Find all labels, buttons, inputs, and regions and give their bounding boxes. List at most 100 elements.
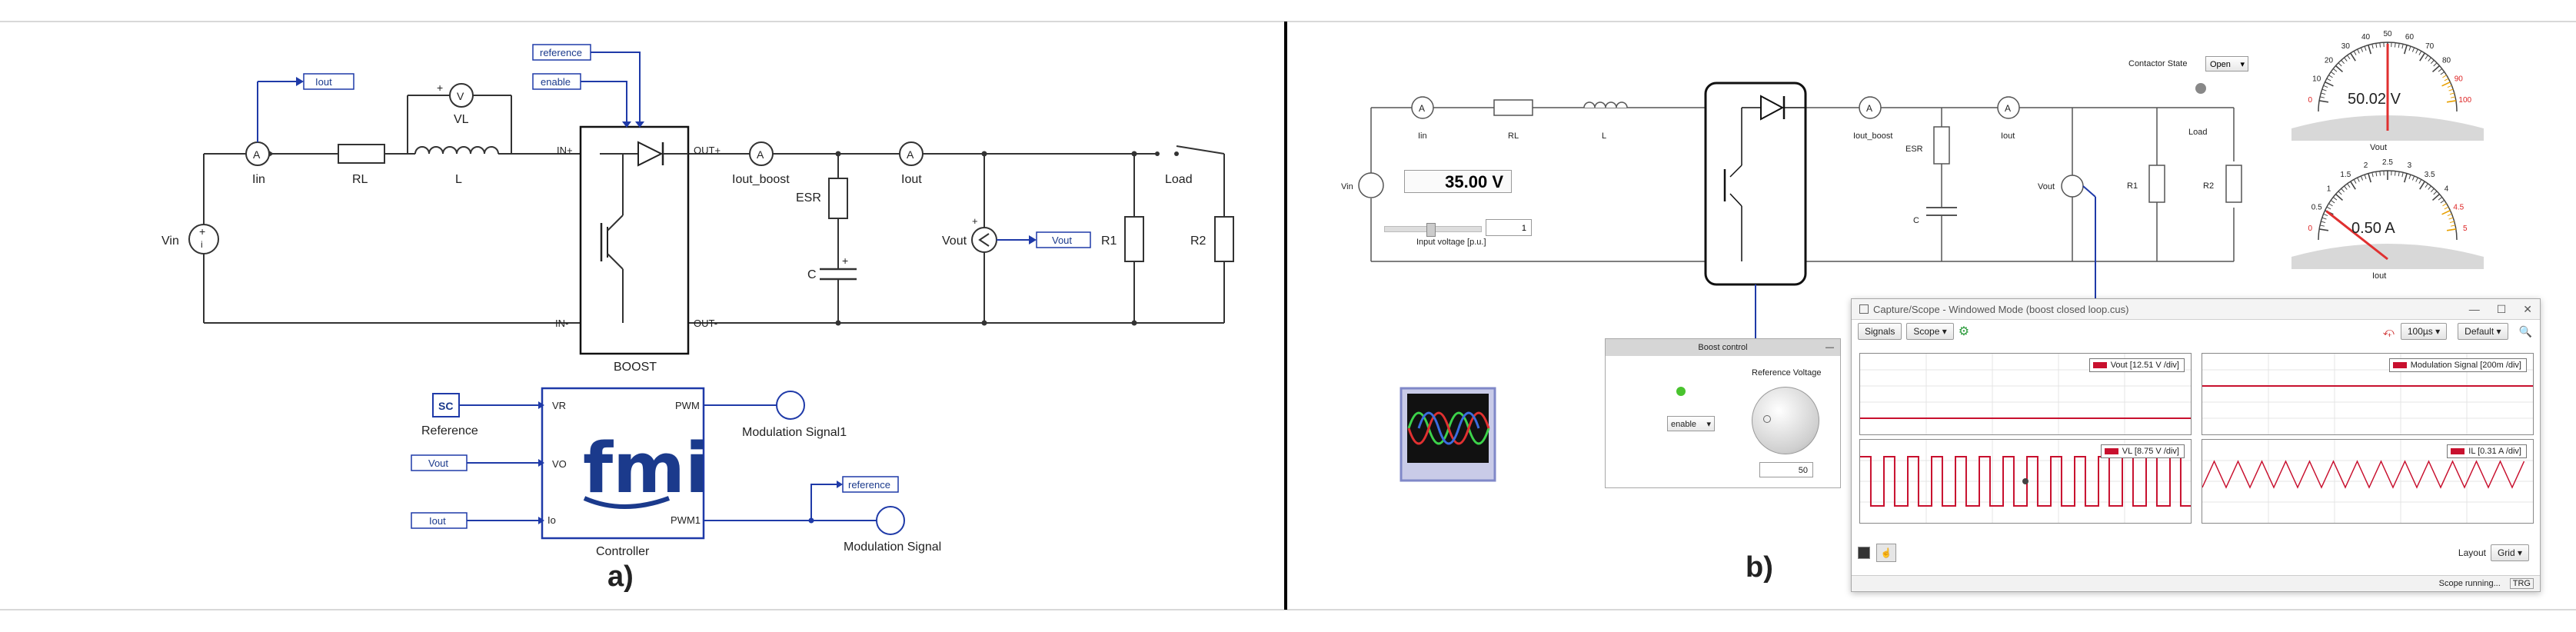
port-in-plus: IN+ — [557, 145, 573, 156]
vout-tag — [1036, 231, 1091, 248]
vout-voltmeter-b — [2061, 175, 2084, 198]
reference-label: Reference — [421, 424, 478, 437]
cursor-tool-icon[interactable]: ☝ — [1876, 544, 1896, 562]
iout-label: Iout — [901, 173, 922, 186]
scope-mode-select[interactable]: Scope ▾ — [1906, 323, 1954, 340]
iout-label-b: Iout — [2001, 131, 2015, 141]
iin-label-b: Iin — [1418, 131, 1427, 141]
modulation-signal1-display — [776, 391, 805, 420]
reference-tag-out — [842, 476, 899, 493]
mode-value: enable — [1671, 420, 1697, 429]
reference-voltage-label: Reference Voltage — [1752, 368, 1822, 378]
svg-text:Iout: Iout — [315, 76, 332, 88]
legend-il: IL [0.31 A /div] — [2447, 444, 2527, 458]
iout-boost-label: Iout_boost — [732, 173, 790, 186]
scope-mode-value: Scope — [1913, 326, 1940, 337]
scope-panel-il[interactable]: IL [0.31 A /div] — [2202, 439, 2534, 524]
chevron-down-icon: ▾ — [2517, 547, 2522, 558]
ammeter-symbol: A — [907, 148, 914, 161]
gauge-tick-label: 100 — [2458, 96, 2471, 105]
iout-boost-label-b: Iout_boost — [1853, 131, 1892, 141]
port-out-plus: OUT+ — [694, 145, 721, 156]
gauge-iout-reading: 0.50 A — [2351, 220, 2395, 237]
controller-label: Controller — [596, 545, 650, 558]
color-toggle-icon[interactable] — [1858, 547, 1870, 559]
signals-button[interactable]: Signals — [1858, 323, 1902, 340]
svg-text:+: + — [972, 215, 978, 227]
gauge-tick-label: 50 — [2383, 30, 2392, 38]
controller-block — [541, 387, 705, 540]
boost-control-title: Boost control — [1698, 343, 1748, 352]
chevron-down-icon: ▾ — [1706, 420, 1711, 429]
boost-control-window: Boost control — enable ▾ Reference Voltage… — [1605, 338, 1841, 488]
vin-source-b — [1358, 172, 1384, 198]
layout-label: Layout — [2458, 547, 2486, 558]
r1-label-b: R1 — [2127, 181, 2138, 191]
slider-thumb[interactable] — [1426, 223, 1436, 237]
gauge-tick-label: 0.5 — [2311, 204, 2322, 212]
legend-vout-label: Vout [12.51 V /div] — [2110, 361, 2179, 370]
vin-source — [188, 224, 219, 254]
input-voltage-slider[interactable] — [1384, 223, 1482, 237]
close-icon[interactable]: ✕ — [2523, 302, 2532, 315]
esr-resistor-b — [1933, 126, 1950, 165]
boost-control-titlebar: Boost control — — [1606, 339, 1840, 356]
load-label-b: Load — [2188, 128, 2207, 137]
gauge-tick-label: 70 — [2425, 42, 2435, 51]
gauge-tick-label: 30 — [2341, 42, 2351, 51]
preset-select[interactable]: Default ▾ — [2458, 323, 2508, 340]
esr-label: ESR — [796, 191, 821, 205]
legend-vl: VL [8.75 V /div] — [2100, 444, 2185, 458]
svg-text:Vout: Vout — [428, 457, 448, 469]
gauge-tick-label: 60 — [2405, 33, 2415, 42]
gauge-tick-label: 3 — [2408, 161, 2412, 170]
scope-panel-modulation[interactable]: Modulation Signal [200m /div] — [2202, 353, 2534, 435]
gauge-tick-label: 90 — [2455, 75, 2464, 84]
settings-gear-icon[interactable]: ⚙ — [1958, 325, 1970, 338]
gauge-tick-label: 0 — [2308, 96, 2312, 105]
trigger-settings-icon[interactable]: ⤽ — [2382, 324, 2395, 338]
scope-panel-vl[interactable]: VL [8.75 V /div] — [1859, 439, 2192, 524]
svg-text:A: A — [1419, 103, 1425, 114]
contactor-indicator — [2195, 83, 2206, 94]
scope-status-text: Scope running... — [2438, 579, 2501, 588]
reference-voltage-knob[interactable] — [1752, 387, 1819, 454]
reference-voltage-spinbox[interactable]: 50 — [1759, 462, 1813, 477]
svg-text:Iout: Iout — [429, 515, 446, 527]
gauge-tick-label: 20 — [2325, 57, 2334, 65]
svg-text:+: + — [842, 254, 848, 267]
vin-label: Vin — [161, 235, 179, 248]
contactor-select[interactable]: Open▾ — [2205, 56, 2248, 72]
scope-panel-vout[interactable]: Vout [12.51 V /div] — [1859, 353, 2192, 435]
legend-modulation: Modulation Signal [200m /div] — [2388, 358, 2527, 372]
scope-footer: ☝ Layout Grid ▾ — [1858, 544, 2534, 562]
gauge-vout-reading: 50.02 V — [2348, 91, 2401, 108]
scope-cursor[interactable] — [2022, 478, 2029, 484]
gauge-tick-label: 80 — [2442, 57, 2451, 65]
legend-modulation-label: Modulation Signal [200m /div] — [2410, 361, 2521, 370]
scope-titlebar: Capture/Scope - Windowed Mode (boost clo… — [1852, 299, 2540, 320]
maximize-icon[interactable]: ☐ — [2496, 302, 2507, 315]
r1-label: R1 — [1101, 235, 1117, 248]
l-label-b: L — [1602, 131, 1606, 141]
svg-text:SC: SC — [438, 400, 453, 412]
minimize-icon[interactable]: — — [1825, 343, 1834, 352]
svg-text:+: + — [437, 81, 443, 94]
boost-block-b — [1704, 81, 1807, 286]
iout-ammeter-b — [1997, 96, 2020, 119]
input-voltage-spinbox[interactable]: 1 — [1486, 219, 1532, 236]
trigger-indicator[interactable]: TRG — [2509, 578, 2534, 589]
vout-label-b: Vout — [2038, 182, 2055, 191]
legend-vl-label: VL [8.75 V /div] — [2122, 447, 2179, 456]
zoom-icon[interactable]: 🔍 — [2518, 324, 2532, 338]
scope-title: Capture/Scope - Windowed Mode (boost clo… — [1873, 303, 2129, 315]
gauge-tick-label: 10 — [2312, 75, 2321, 84]
preset-value: Default — [2465, 326, 2494, 337]
mode-select[interactable]: enable ▾ — [1667, 416, 1715, 431]
svg-text:A: A — [2005, 103, 2011, 114]
minimize-icon[interactable]: — — [2468, 302, 2480, 315]
layout-select[interactable]: Grid ▾ — [2490, 544, 2529, 561]
timebase-select[interactable]: 100µs ▾ — [2400, 323, 2448, 340]
gauge-tick-label: 2 — [2364, 161, 2368, 170]
